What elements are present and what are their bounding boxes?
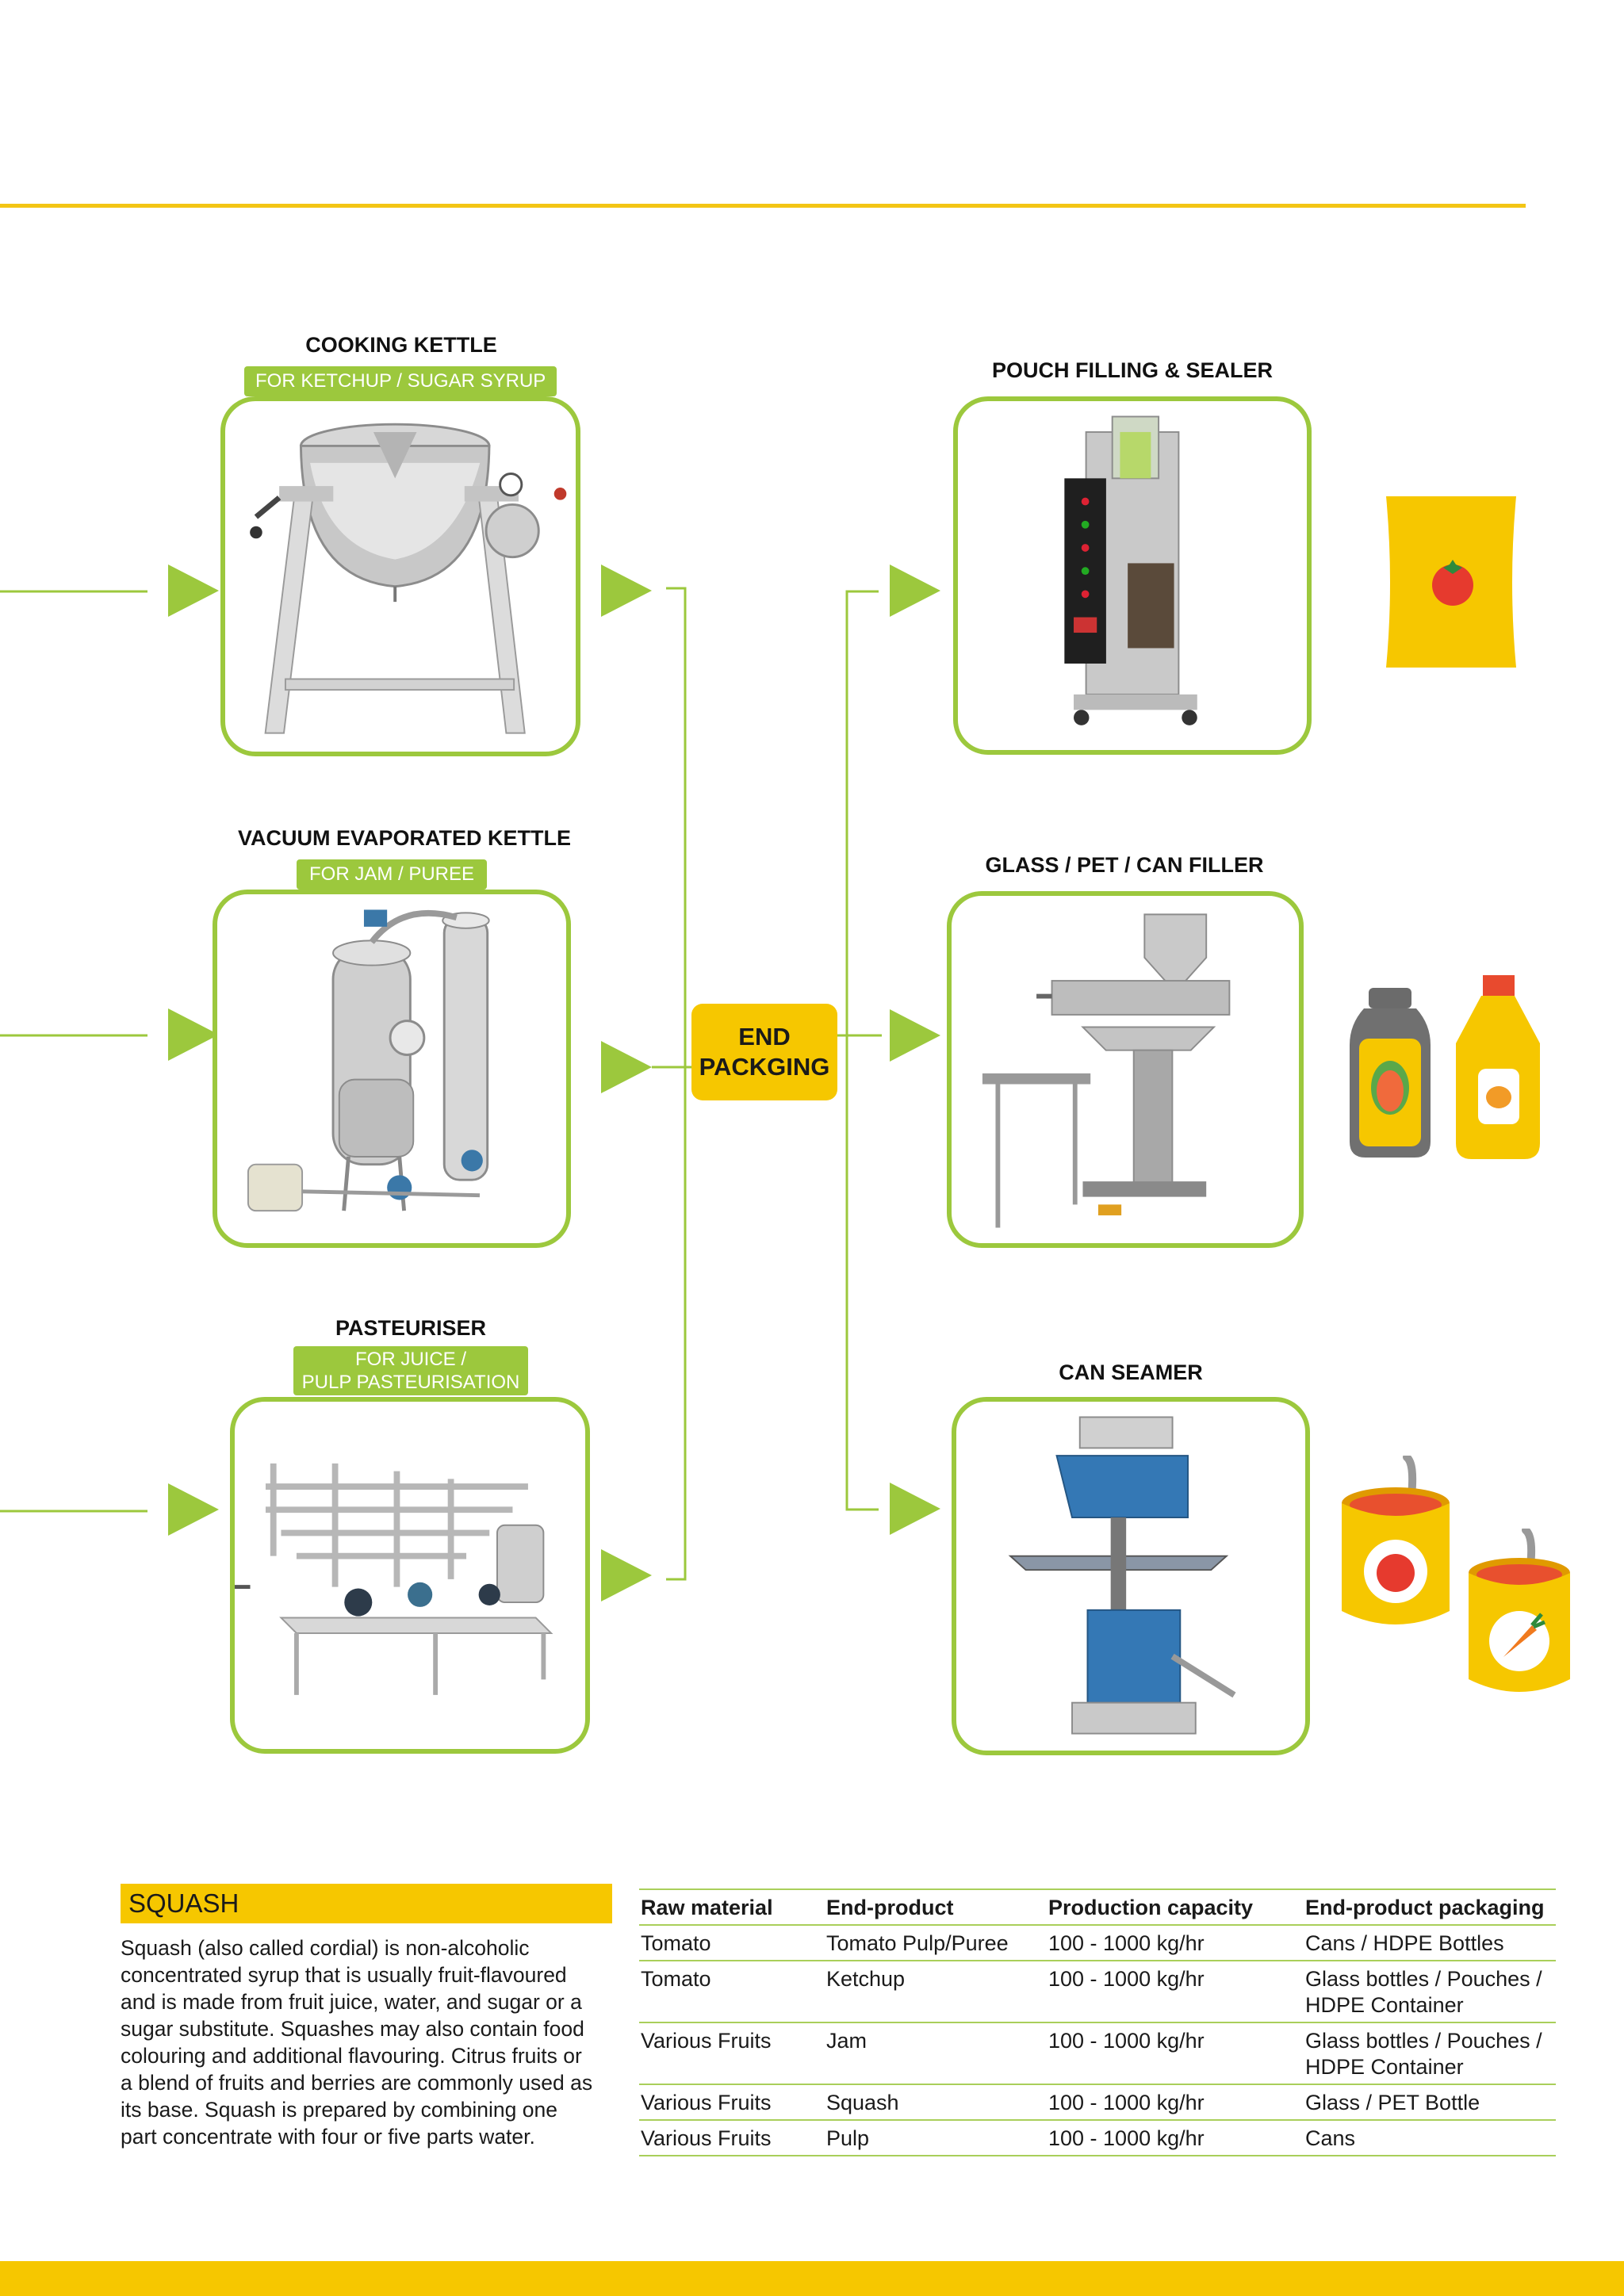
glass-filler-illustration [982, 913, 1231, 1228]
pasteuriser-subtitle-line2: PULP PASTEURISATION [301, 1372, 520, 1393]
pasteuriser-illustration [235, 1463, 553, 1695]
cell-raw-material: Various Fruits [639, 2120, 825, 2156]
cell-raw-material: Various Fruits [639, 2084, 825, 2121]
cell-raw-material: Tomato [639, 1925, 825, 1961]
can-seamer-frame [952, 1397, 1310, 1755]
pasteuriser-subtitle: FOR JUICE / PULP PASTEURISATION [293, 1346, 528, 1395]
glass-jar-icon [1350, 988, 1431, 1158]
tomato-icon [1377, 1554, 1415, 1592]
vacuum-kettle-title: VACUUM EVAPORATED KETTLE [238, 826, 572, 850]
header-end-product: End-product [825, 1888, 1047, 1926]
squash-line: its base. Squash is prepared by combinin… [121, 2098, 557, 2122]
cell-end-product: Pulp [825, 2120, 1047, 2156]
pasteuriser-frame [230, 1397, 590, 1754]
squash-line: concentrated syrup that is usually fruit… [121, 1963, 567, 1987]
cell-raw-material: Various Fruits [639, 2022, 825, 2085]
arrow-icon [890, 1009, 940, 1062]
pouch-icon [1386, 496, 1516, 668]
cell-end-product: Ketchup [825, 1961, 1047, 2023]
end-packaging-box: END PACKGING [691, 1004, 837, 1100]
end-packaging-line1: END [738, 1023, 791, 1050]
glass-filler-frame [947, 891, 1304, 1248]
pouch-filler-illustration [1064, 415, 1197, 725]
bottom-band [0, 2261, 1624, 2296]
end-packaging-line2: PACKGING [699, 1053, 830, 1081]
production-table: Raw material End-product Production capa… [639, 1888, 1556, 2156]
arrow-icon [890, 564, 940, 617]
packaging-line: Glass bottles / Pouches / [1305, 2029, 1542, 2053]
table-row: Tomato Ketchup 100 - 1000 kg/hr Glass bo… [639, 1961, 1556, 2023]
cell-capacity: 100 - 1000 kg/hr [1047, 2022, 1304, 2085]
cooking-kettle-illustration [250, 423, 567, 734]
can-seamer-illustration [1008, 1416, 1236, 1735]
cell-end-product: Tomato Pulp/Puree [825, 1925, 1047, 1961]
vacuum-kettle-frame [213, 890, 571, 1248]
table-row: Tomato Tomato Pulp/Puree 100 - 1000 kg/h… [639, 1925, 1556, 1961]
tomato-icon [1432, 564, 1473, 606]
pet-bottle-icon [1456, 975, 1540, 1159]
cell-packaging: Cans [1304, 2120, 1556, 2156]
pouch-filler-title: POUCH FILLING & SEALER [991, 358, 1273, 382]
can-seamer-title: CAN SEAMER [1059, 1360, 1203, 1384]
squash-line: a blend of fruits and berries are common… [121, 2071, 593, 2095]
cell-packaging: Glass bottles / Pouches /HDPE Container [1304, 2022, 1556, 2085]
table-row: Various Fruits Pulp 100 - 1000 kg/hr Can… [639, 2120, 1556, 2156]
cell-capacity: 100 - 1000 kg/hr [1047, 1961, 1304, 2023]
squash-line: and is made from fruit juice, water, and… [121, 1990, 582, 2014]
header-production-capacity: Production capacity [1047, 1888, 1304, 1926]
carrot-icon [1503, 1625, 1537, 1657]
squash-line: colouring and additional flavouring. Cit… [121, 2044, 582, 2068]
arrow-icon [601, 564, 652, 617]
arrow-icon [601, 1549, 652, 1601]
open-can-icon-1 [1342, 1456, 1450, 1624]
pasteuriser-title: PASTEURISER [335, 1316, 487, 1340]
squash-heading: SQUASH [121, 1884, 612, 1923]
cooking-kettle-subtitle: FOR KETCHUP / SUGAR SYRUP [244, 366, 557, 396]
cell-packaging: Cans / HDPE Bottles [1304, 1925, 1556, 1961]
table-row: Various Fruits Squash 100 - 1000 kg/hr G… [639, 2084, 1556, 2121]
vacuum-kettle-illustration [247, 909, 490, 1212]
mango-icon [1486, 1086, 1511, 1108]
table-header-row: Raw material End-product Production capa… [639, 1888, 1556, 1926]
cooking-kettle-frame [220, 396, 580, 756]
cell-end-product: Squash [825, 2084, 1047, 2121]
header-end-product-packaging: End-product packaging [1304, 1888, 1556, 1926]
cell-packaging: Glass / PET Bottle [1304, 2084, 1556, 2121]
top-rule [0, 204, 1526, 208]
packaging-line: Glass bottles / Pouches / [1305, 1967, 1542, 1991]
arrow-icon [168, 564, 219, 617]
pasteuriser-subtitle-line1: FOR JUICE / [354, 1349, 466, 1370]
pouch-filler-frame [953, 396, 1312, 755]
squash-line: sugar substitute. Squashes may also cont… [121, 2017, 584, 2041]
header-raw-material: Raw material [639, 1888, 825, 1926]
squash-line: part concentrate with four or five parts… [121, 2125, 535, 2149]
arrow-icon [601, 1041, 652, 1093]
cooking-kettle-title: COOKING KETTLE [305, 333, 497, 357]
cell-packaging: Glass bottles / Pouches /HDPE Container [1304, 1961, 1556, 2023]
cell-capacity: 100 - 1000 kg/hr [1047, 2084, 1304, 2121]
split-line [845, 590, 879, 1511]
vacuum-kettle-subtitle: FOR JAM / PUREE [297, 859, 487, 890]
arrow-icon [168, 1008, 219, 1061]
merge-line [666, 587, 687, 1581]
cell-end-product: Jam [825, 2022, 1047, 2085]
squash-line: Squash (also called cordial) is non-alco… [121, 1936, 530, 1960]
table-row: Various Fruits Jam 100 - 1000 kg/hr Glas… [639, 2022, 1556, 2085]
cell-capacity: 100 - 1000 kg/hr [1047, 1925, 1304, 1961]
cell-raw-material: Tomato [639, 1961, 825, 2023]
glass-filler-title: GLASS / PET / CAN FILLER [985, 853, 1264, 877]
open-can-icon-2 [1469, 1529, 1570, 1692]
arrow-icon [890, 1483, 940, 1535]
packaging-line: HDPE Container [1305, 1993, 1464, 2017]
arrow-icon [168, 1483, 219, 1536]
cell-capacity: 100 - 1000 kg/hr [1047, 2120, 1304, 2156]
packaging-line: HDPE Container [1305, 2055, 1464, 2079]
squash-description: Squash (also called cordial) is non-alco… [121, 1934, 619, 2150]
